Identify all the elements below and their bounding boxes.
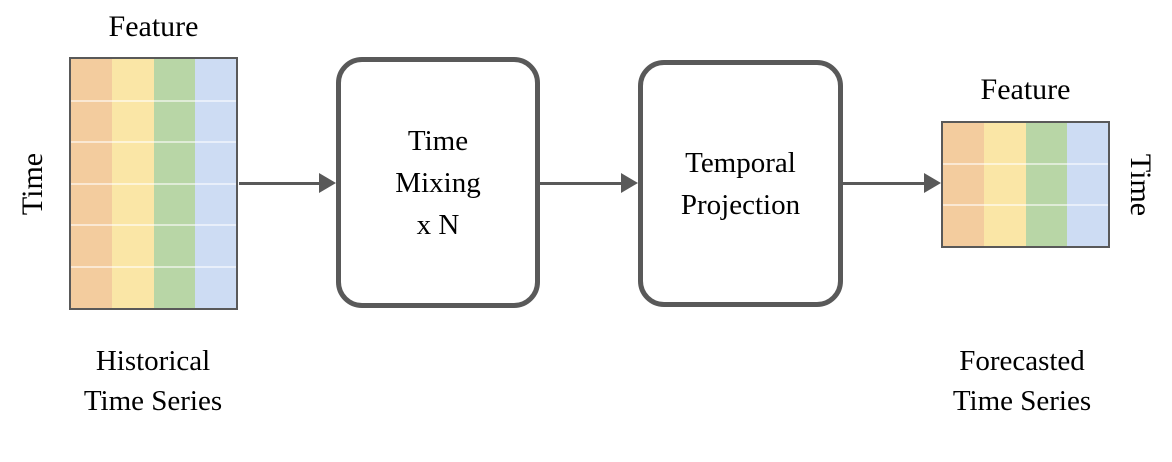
temporal-projection-line1: Temporal	[685, 146, 796, 179]
temporal-projection-line2: Projection	[680, 188, 801, 221]
arrow-input-to-timemixing-line	[239, 182, 321, 185]
matrix-stripe	[943, 123, 985, 246]
input-matrix	[69, 57, 238, 310]
output-caption: Forecasted Time Series	[922, 341, 1122, 421]
time-mixing-line3: x N	[416, 208, 460, 241]
arrow-projection-to-output-head	[924, 173, 941, 193]
matrix-stripe	[153, 59, 195, 308]
arrow-input-to-timemixing-head	[319, 173, 336, 193]
arrow-timemixing-to-projection-head	[621, 173, 638, 193]
time-mixing-block-label: Time Mixing x N	[395, 120, 480, 246]
input-caption-line1: Historical	[95, 345, 211, 377]
matrix-stripe	[71, 59, 113, 308]
matrix-stripe	[194, 59, 236, 308]
temporal-projection-block-label: Temporal Projection	[681, 142, 800, 226]
output-matrix	[941, 121, 1110, 248]
arrow-timemixing-to-projection-line	[540, 182, 622, 185]
input-time-axis-label: Time	[16, 152, 49, 216]
output-feature-axis-label: Feature	[980, 73, 1071, 106]
input-feature-axis-label: Feature	[108, 10, 199, 43]
output-caption-line1: Forecasted	[959, 345, 1085, 377]
input-caption-line2: Time Series	[83, 385, 223, 417]
matrix-stripe	[1066, 123, 1108, 246]
input-caption: Historical Time Series	[53, 341, 253, 421]
output-caption-line2: Time Series	[952, 385, 1092, 417]
temporal-projection-block: Temporal Projection	[638, 60, 843, 307]
output-time-axis-label: Time	[1124, 153, 1157, 217]
time-mixing-line2: Mixing	[395, 166, 481, 199]
matrix-stripe	[112, 59, 154, 308]
time-mixing-line1: Time	[407, 124, 469, 157]
arrow-projection-to-output-line	[843, 182, 925, 185]
time-mixing-block: Time Mixing x N	[336, 57, 540, 308]
matrix-stripe	[1025, 123, 1067, 246]
matrix-stripe	[984, 123, 1026, 246]
